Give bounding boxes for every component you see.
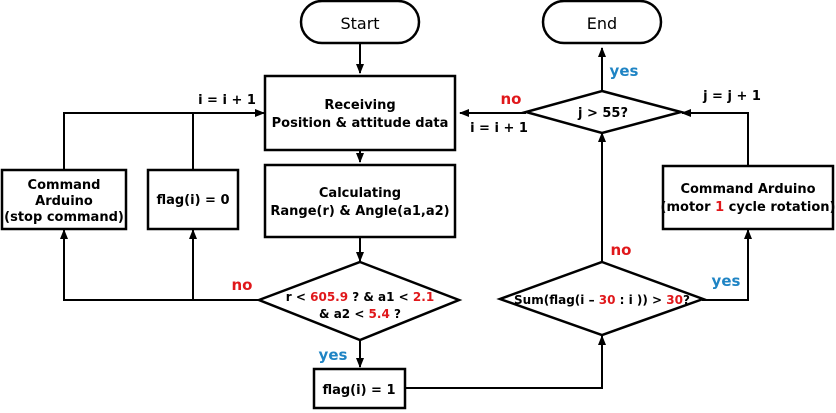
edges — [60, 43, 752, 389]
label-no-condition: no — [232, 276, 253, 294]
rotation-command-process: Command Arduino (motor 1 cycle rotation) — [661, 164, 836, 231]
sum-check-label: Sum(flag(i – 30 : i )) > 30? — [514, 293, 690, 307]
flag-set-label: flag(i) = 1 — [322, 383, 395, 398]
receiving-line-2: Position & attitude data — [272, 116, 449, 131]
text-fragment: & a2 < — [319, 307, 369, 321]
label-yes-j-check: yes — [610, 62, 639, 80]
text-fragment: : i )) > — [615, 293, 666, 307]
label-yes-condition: yes — [319, 346, 348, 364]
edge-condition-no-to-stop-command — [60, 229, 259, 301]
text-fragment: (motor — [661, 200, 716, 215]
highlight-value: 30 — [666, 293, 683, 307]
rotation-command-line-1: Command Arduino — [680, 182, 815, 197]
end-label: End — [587, 14, 617, 33]
label-j-increment: j = j + 1 — [702, 89, 761, 104]
label-i-increment-right: i = i + 1 — [470, 121, 528, 136]
flag-reset-process: flag(i) = 0 — [146, 168, 240, 231]
start-label: Start — [340, 14, 379, 33]
highlight-value: 605.9 — [310, 290, 348, 304]
edge-rotation-command-to-j-check — [681, 109, 749, 165]
stop-command-line-1: Command — [28, 178, 101, 193]
j-check-decision: j > 55? — [521, 89, 686, 135]
condition-line-1: r < 605.9 ? & a1 < 2.1 — [286, 290, 434, 304]
end-terminal: End — [541, 0, 663, 45]
stop-command-process: Command Arduino (stop command) — [0, 168, 128, 231]
calculating-process: Calculating Range(r) & Angle(a1,a2) — [263, 163, 457, 239]
rotation-command-line-2: (motor 1 cycle rotation) — [661, 200, 836, 215]
label-yes-sum: yes — [712, 272, 741, 290]
text-fragment: ? & a1 < — [348, 290, 413, 304]
text-fragment: r < — [286, 290, 310, 304]
flag-reset-label: flag(i) = 0 — [156, 193, 229, 208]
start-terminal: Start — [299, 0, 421, 45]
stop-command-line-3: (stop command) — [4, 210, 124, 225]
label-no-sum: no — [611, 241, 632, 259]
text-fragment: Command Arduino — [680, 182, 815, 197]
flag-set-process: flag(i) = 1 — [312, 367, 407, 410]
highlight-value: 1 — [715, 200, 724, 215]
label-no-j-check: no — [501, 90, 522, 108]
receiving-process: Receiving Position & attitude data — [263, 74, 457, 152]
edge-labels: no yes no yes no yes i = i + 1 i = i + 1… — [198, 62, 761, 364]
text-fragment: Sum(flag(i – — [514, 293, 599, 307]
edge-sum-yes-to-rotation-command — [702, 229, 752, 301]
sum-check-decision: Sum(flag(i – 30 : i )) > 30? — [496, 260, 707, 337]
calculating-line-1: Calculating — [319, 186, 401, 201]
condition-decision: r < 605.9 ? & a1 < 2.1 & a2 < 5.4 ? — [255, 260, 463, 342]
text-fragment: ? — [683, 293, 690, 307]
text-fragment: cycle rotation) — [724, 200, 835, 215]
j-check-label: j > 55? — [577, 106, 628, 121]
calculating-line-2: Range(r) & Angle(a1,a2) — [270, 204, 449, 219]
edge-flag-set-to-sum-check — [405, 335, 606, 389]
highlight-value: 30 — [599, 293, 616, 307]
highlight-value: 5.4 — [369, 307, 390, 321]
highlight-value: 2.1 — [413, 290, 434, 304]
receiving-line-1: Receiving — [324, 98, 395, 113]
condition-line-2: & a2 < 5.4 ? — [319, 307, 401, 321]
text-fragment: ? — [390, 307, 401, 321]
stop-command-line-2: Arduino — [35, 194, 93, 209]
label-i-increment-left: i = i + 1 — [198, 93, 256, 108]
edge-stop-command-to-receiving — [63, 109, 265, 170]
